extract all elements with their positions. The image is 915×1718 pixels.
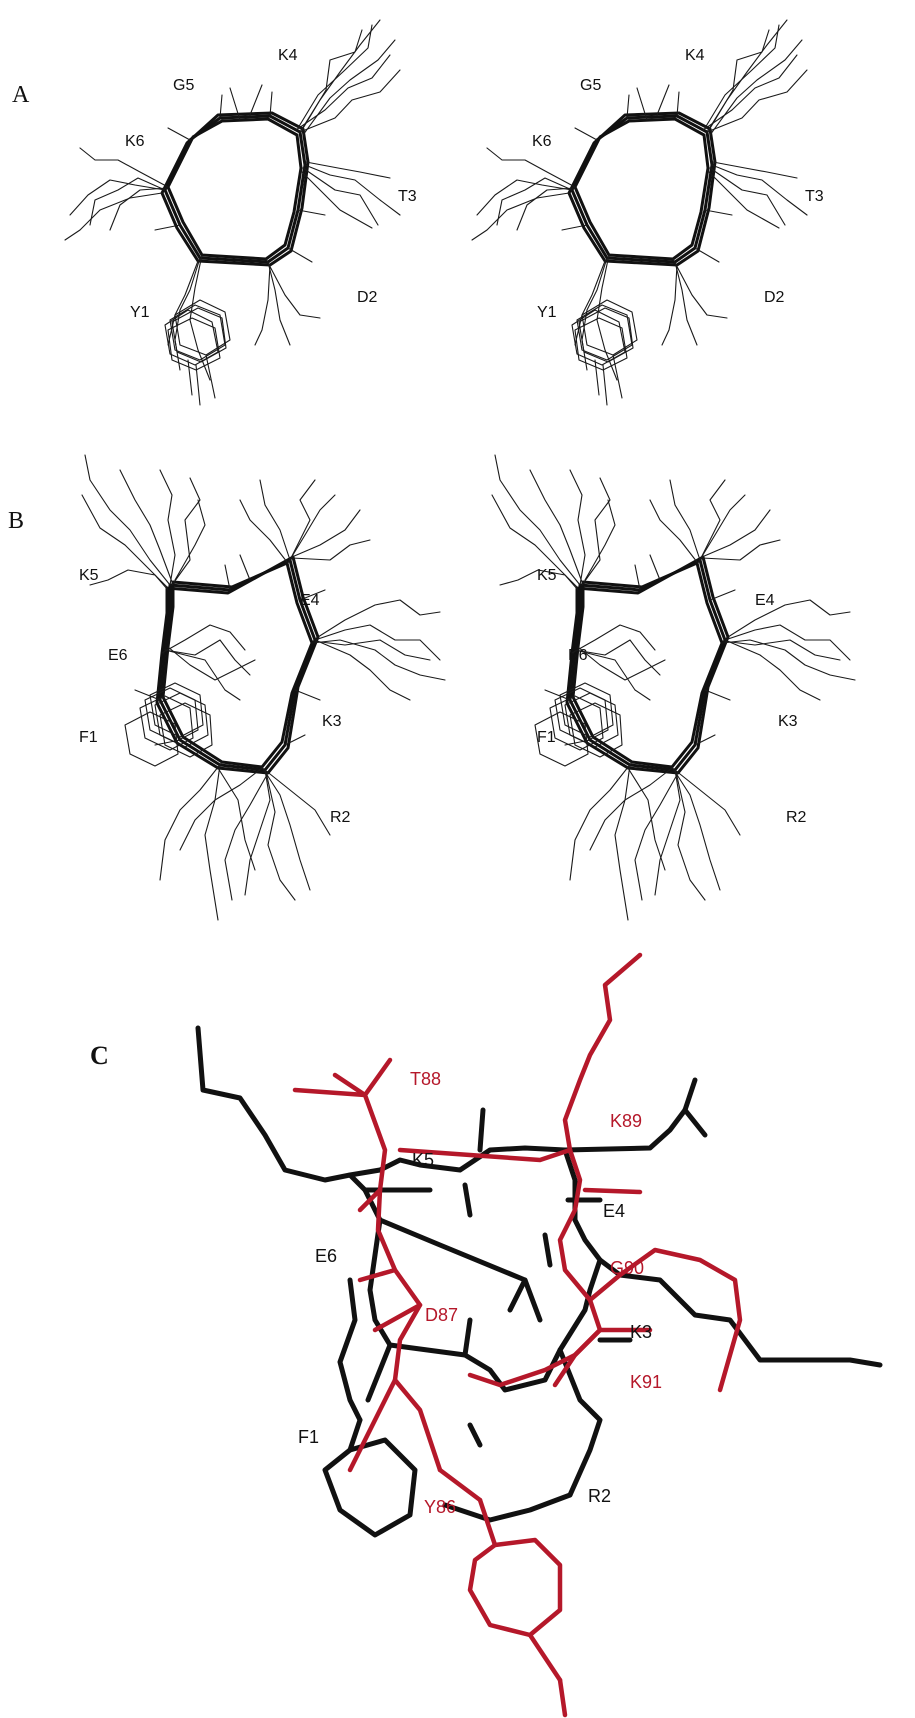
residue-label: K3 xyxy=(778,713,798,730)
residue-label: D2 xyxy=(764,289,785,306)
residue-label: R2 xyxy=(786,809,807,826)
residue-label: K5 xyxy=(537,567,557,584)
residue-label: F1 xyxy=(537,729,556,746)
residue-label: R2 xyxy=(330,809,351,826)
residue-label: K5 xyxy=(412,1150,434,1170)
residue-label: K4 xyxy=(685,47,705,64)
residue-label: E4 xyxy=(300,592,320,609)
red-protein-structure xyxy=(292,952,743,1718)
panel-b: B xyxy=(8,453,857,922)
residue-label: K5 xyxy=(79,567,99,584)
residue-label: K4 xyxy=(278,47,298,64)
residue-label: K6 xyxy=(532,133,552,150)
residue-label: T3 xyxy=(805,188,824,205)
residue-label: K6 xyxy=(125,133,145,150)
residue-label: D87 xyxy=(425,1305,458,1325)
residue-label: T88 xyxy=(410,1069,441,1089)
panel-c-letter: C xyxy=(90,1041,109,1070)
residue-label: K3 xyxy=(322,713,342,730)
residue-label: E6 xyxy=(568,647,588,664)
residue-label: D2 xyxy=(357,289,378,306)
residue-label: Y1 xyxy=(130,304,150,321)
black-peptide-structure xyxy=(195,1025,883,1538)
panel-b-letter: B xyxy=(8,508,24,534)
panel-a: A xyxy=(12,18,824,407)
residue-label: G90 xyxy=(610,1258,644,1278)
residue-label: F1 xyxy=(298,1427,319,1447)
residue-label: E4 xyxy=(603,1201,625,1221)
residue-label: E6 xyxy=(108,647,128,664)
panel-b-stereo-left: K5 E4 E6 K3 F1 R2 xyxy=(79,453,447,922)
panel-a-letter: A xyxy=(12,82,30,108)
residue-label: Y1 xyxy=(537,304,557,321)
residue-label: T3 xyxy=(398,188,417,205)
residue-label: E4 xyxy=(755,592,775,609)
residue-label: K91 xyxy=(630,1372,662,1392)
residue-label: R2 xyxy=(588,1486,611,1506)
residue-label: K89 xyxy=(610,1111,642,1131)
residue-label: E6 xyxy=(315,1246,337,1266)
panel-a-stereo-right: G5 K4 K6 T3 Y1 D2 xyxy=(470,18,824,407)
residue-label: F1 xyxy=(79,729,98,746)
panel-c: C xyxy=(90,952,883,1718)
residue-label: K3 xyxy=(630,1322,652,1342)
residue-label: Y86 xyxy=(424,1497,456,1517)
panel-a-stereo-left: G5 K4 K6 T3 Y1 D2 xyxy=(63,18,417,407)
panel-b-stereo-right: K5 E4 E6 K3 F1 R2 xyxy=(490,453,857,922)
residue-label: G5 xyxy=(580,77,601,94)
residue-label: G5 xyxy=(173,77,194,94)
